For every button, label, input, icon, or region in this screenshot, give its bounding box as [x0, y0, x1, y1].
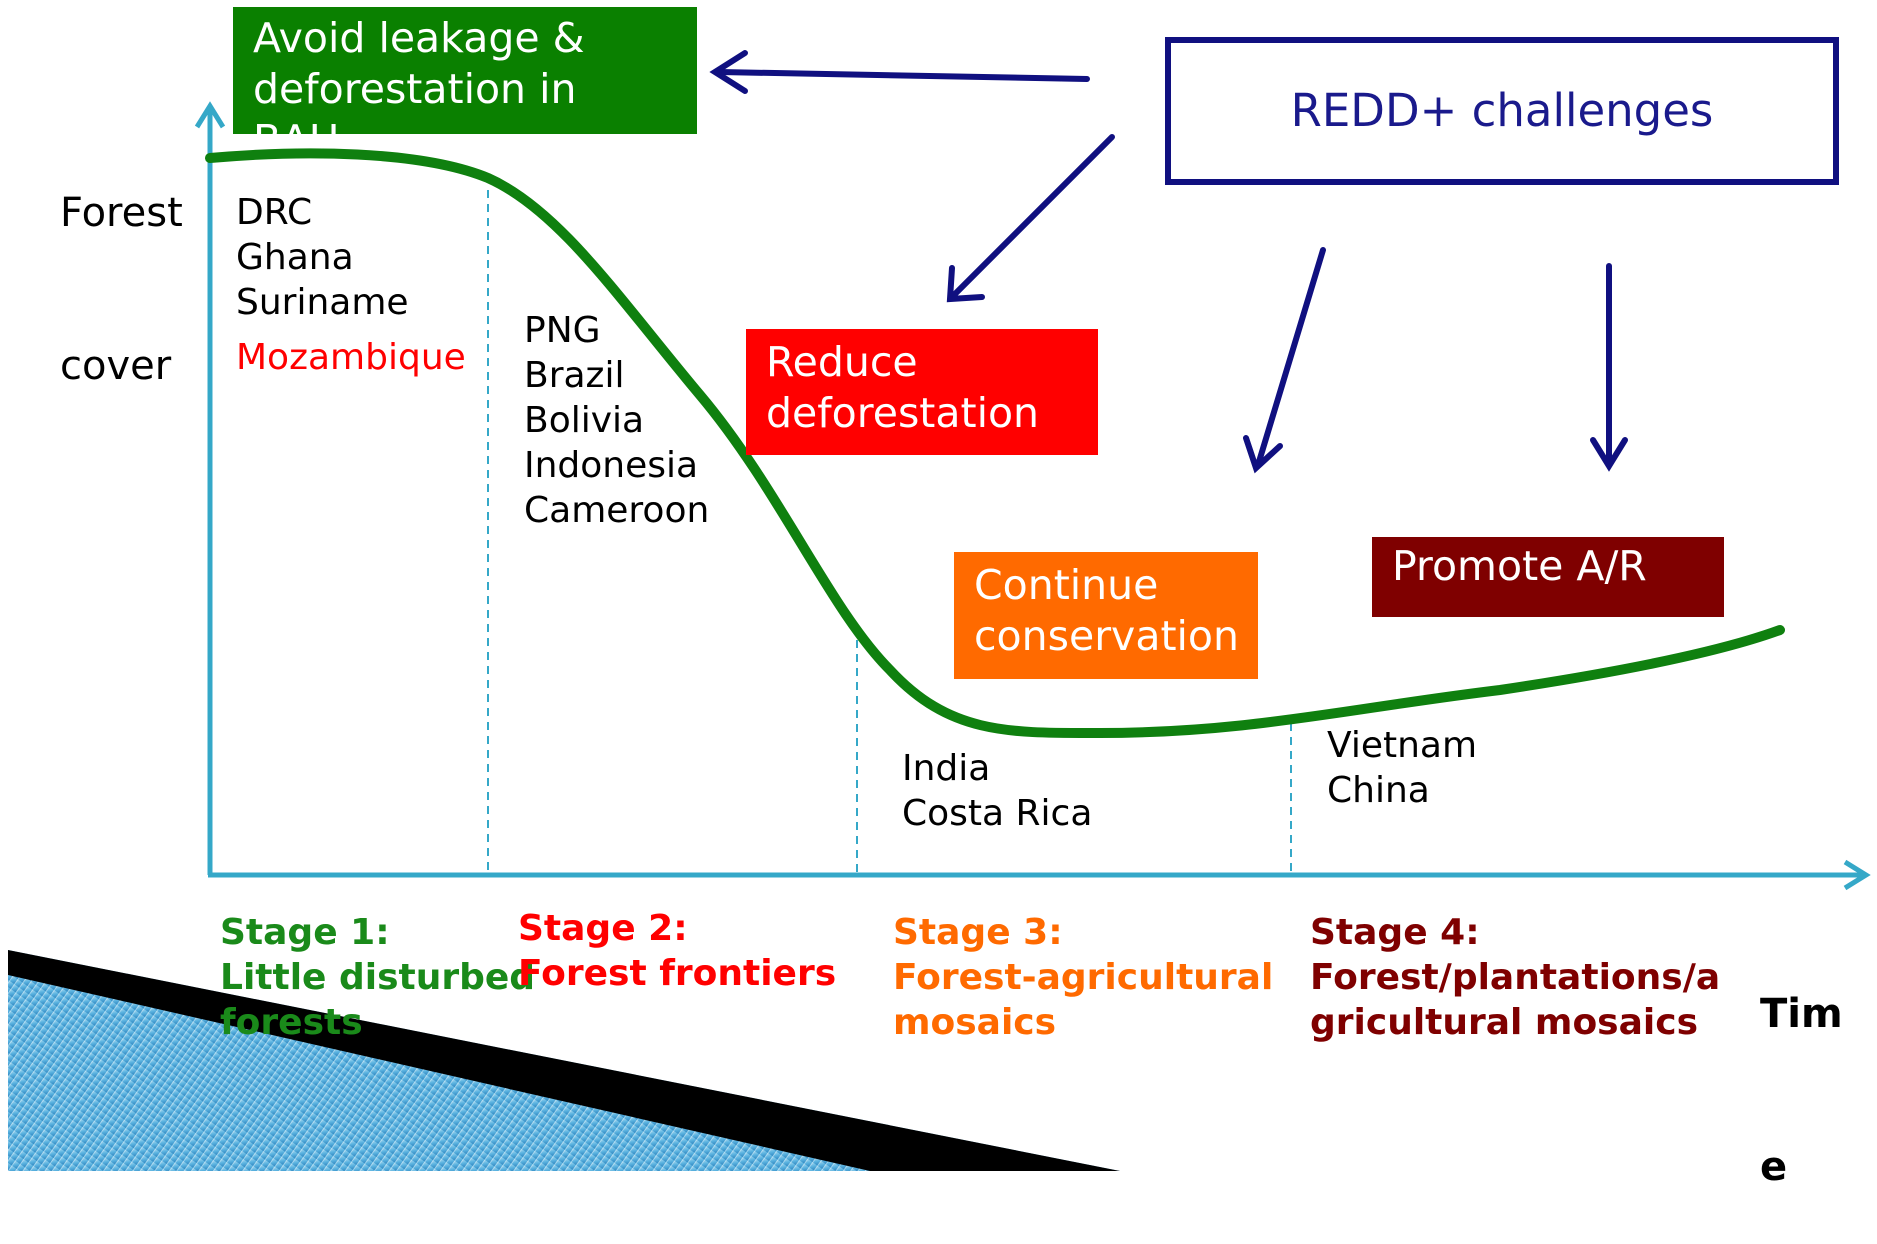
y-axis-label-line-1: Forest — [60, 190, 183, 236]
y-axis-arrowhead — [194, 101, 226, 129]
arrow-to-avoid-head — [709, 50, 748, 94]
x-axis-label: Tim e — [1760, 887, 1843, 1244]
reduce-line-2: deforestation — [766, 389, 1040, 437]
country-group-stage-4: Vietnam China — [1327, 723, 1477, 813]
avoid-line-3: BAU — [253, 115, 697, 134]
arrow-to-reduce — [949, 134, 1115, 300]
stage-4-line-1: Stage 4: — [1310, 912, 1480, 953]
country-group-stage-2: PNG Brazil Bolivia Indonesia Cameroon — [524, 308, 709, 533]
promote-ar-box: Promote A/R — [1372, 537, 1724, 617]
stage-4-line-2: Forest/plantations/a — [1310, 957, 1721, 998]
arrow-to-reduce-head — [946, 265, 985, 303]
country-item: China — [1327, 770, 1430, 811]
stage-2-line-1: Stage 2: — [518, 908, 688, 949]
y-axis-label-line-2: cover — [60, 343, 172, 389]
stage-1-line-3: forests — [220, 1002, 363, 1043]
stage-1-line-2: Little disturbed — [220, 957, 536, 998]
x-axis-arrowhead — [1843, 859, 1871, 891]
stage-label-4: Stage 4: Forest/plantations/a gricultura… — [1310, 910, 1720, 1045]
stage-3-line-3: mosaics — [893, 1002, 1057, 1043]
forest-transition-diagram — [8, 50, 1871, 1171]
country-item: Brazil — [524, 355, 625, 396]
avoid-line-2: deforestation in — [253, 65, 577, 113]
continue-line-2: conservation — [974, 612, 1239, 660]
country-item: India — [902, 748, 991, 789]
redd-challenges-title: REDD+ challenges — [1290, 84, 1714, 137]
country-item: DRC — [236, 192, 313, 233]
country-item: Ghana — [236, 237, 354, 278]
avoid-leakage-box: Avoid leakage & deforestation in BAU — [233, 7, 697, 134]
continue-line-1: Continue — [974, 561, 1159, 609]
country-item: Cameroon — [524, 490, 710, 531]
country-item-highlight: Mozambique — [236, 337, 466, 378]
arrow-to-continue-head — [1243, 435, 1283, 474]
country-item: PNG — [524, 310, 601, 351]
promote-line-1: Promote A/R — [1392, 542, 1647, 590]
x-axis-label-line-2: e — [1760, 1144, 1788, 1190]
decorative-chevron-icon — [8, 950, 1120, 1171]
challenge-arrows — [709, 50, 1628, 474]
continue-conservation-box: Continue conservation — [954, 552, 1258, 679]
arrow-to-avoid — [717, 69, 1090, 82]
redd-challenges-box: REDD+ challenges — [1165, 37, 1839, 185]
stage-3-line-1: Stage 3: — [893, 912, 1063, 953]
stage-label-1: Stage 1: Little disturbed forests — [220, 910, 535, 1045]
stage-2-line-2: Forest frontiers — [518, 953, 837, 994]
avoid-line-1: Avoid leakage & — [253, 14, 585, 62]
stage-4-line-3: gricultural mosaics — [1310, 1002, 1699, 1043]
stage-dividers — [487, 190, 1292, 873]
country-item: Suriname — [236, 282, 409, 323]
stage-label-2: Stage 2: Forest frontiers — [518, 906, 836, 996]
country-group-stage-3: India Costa Rica — [902, 746, 1092, 836]
country-item: Costa Rica — [902, 793, 1093, 834]
country-item: Vietnam — [1327, 725, 1478, 766]
arrow-to-promote-head — [1590, 437, 1628, 472]
arrow-to-continue — [1255, 247, 1326, 468]
forest-cover-curve — [205, 148, 1785, 739]
x-axis-label-line-1: Tim — [1760, 991, 1843, 1037]
y-axis-label: Forest cover — [60, 86, 183, 443]
reduce-deforestation-box: Reduce deforestation — [746, 329, 1098, 455]
stage-label-3: Stage 3: Forest-agricultural mosaics — [893, 910, 1273, 1045]
country-group-stage-1: DRC Ghana Suriname Mozambique — [236, 190, 466, 380]
reduce-line-1: Reduce — [766, 338, 918, 386]
stage-1-line-1: Stage 1: — [220, 912, 390, 953]
axes — [194, 101, 1871, 891]
country-item: Bolivia — [524, 400, 645, 441]
country-item: Indonesia — [524, 445, 699, 486]
stage-3-line-2: Forest-agricultural — [893, 957, 1274, 998]
